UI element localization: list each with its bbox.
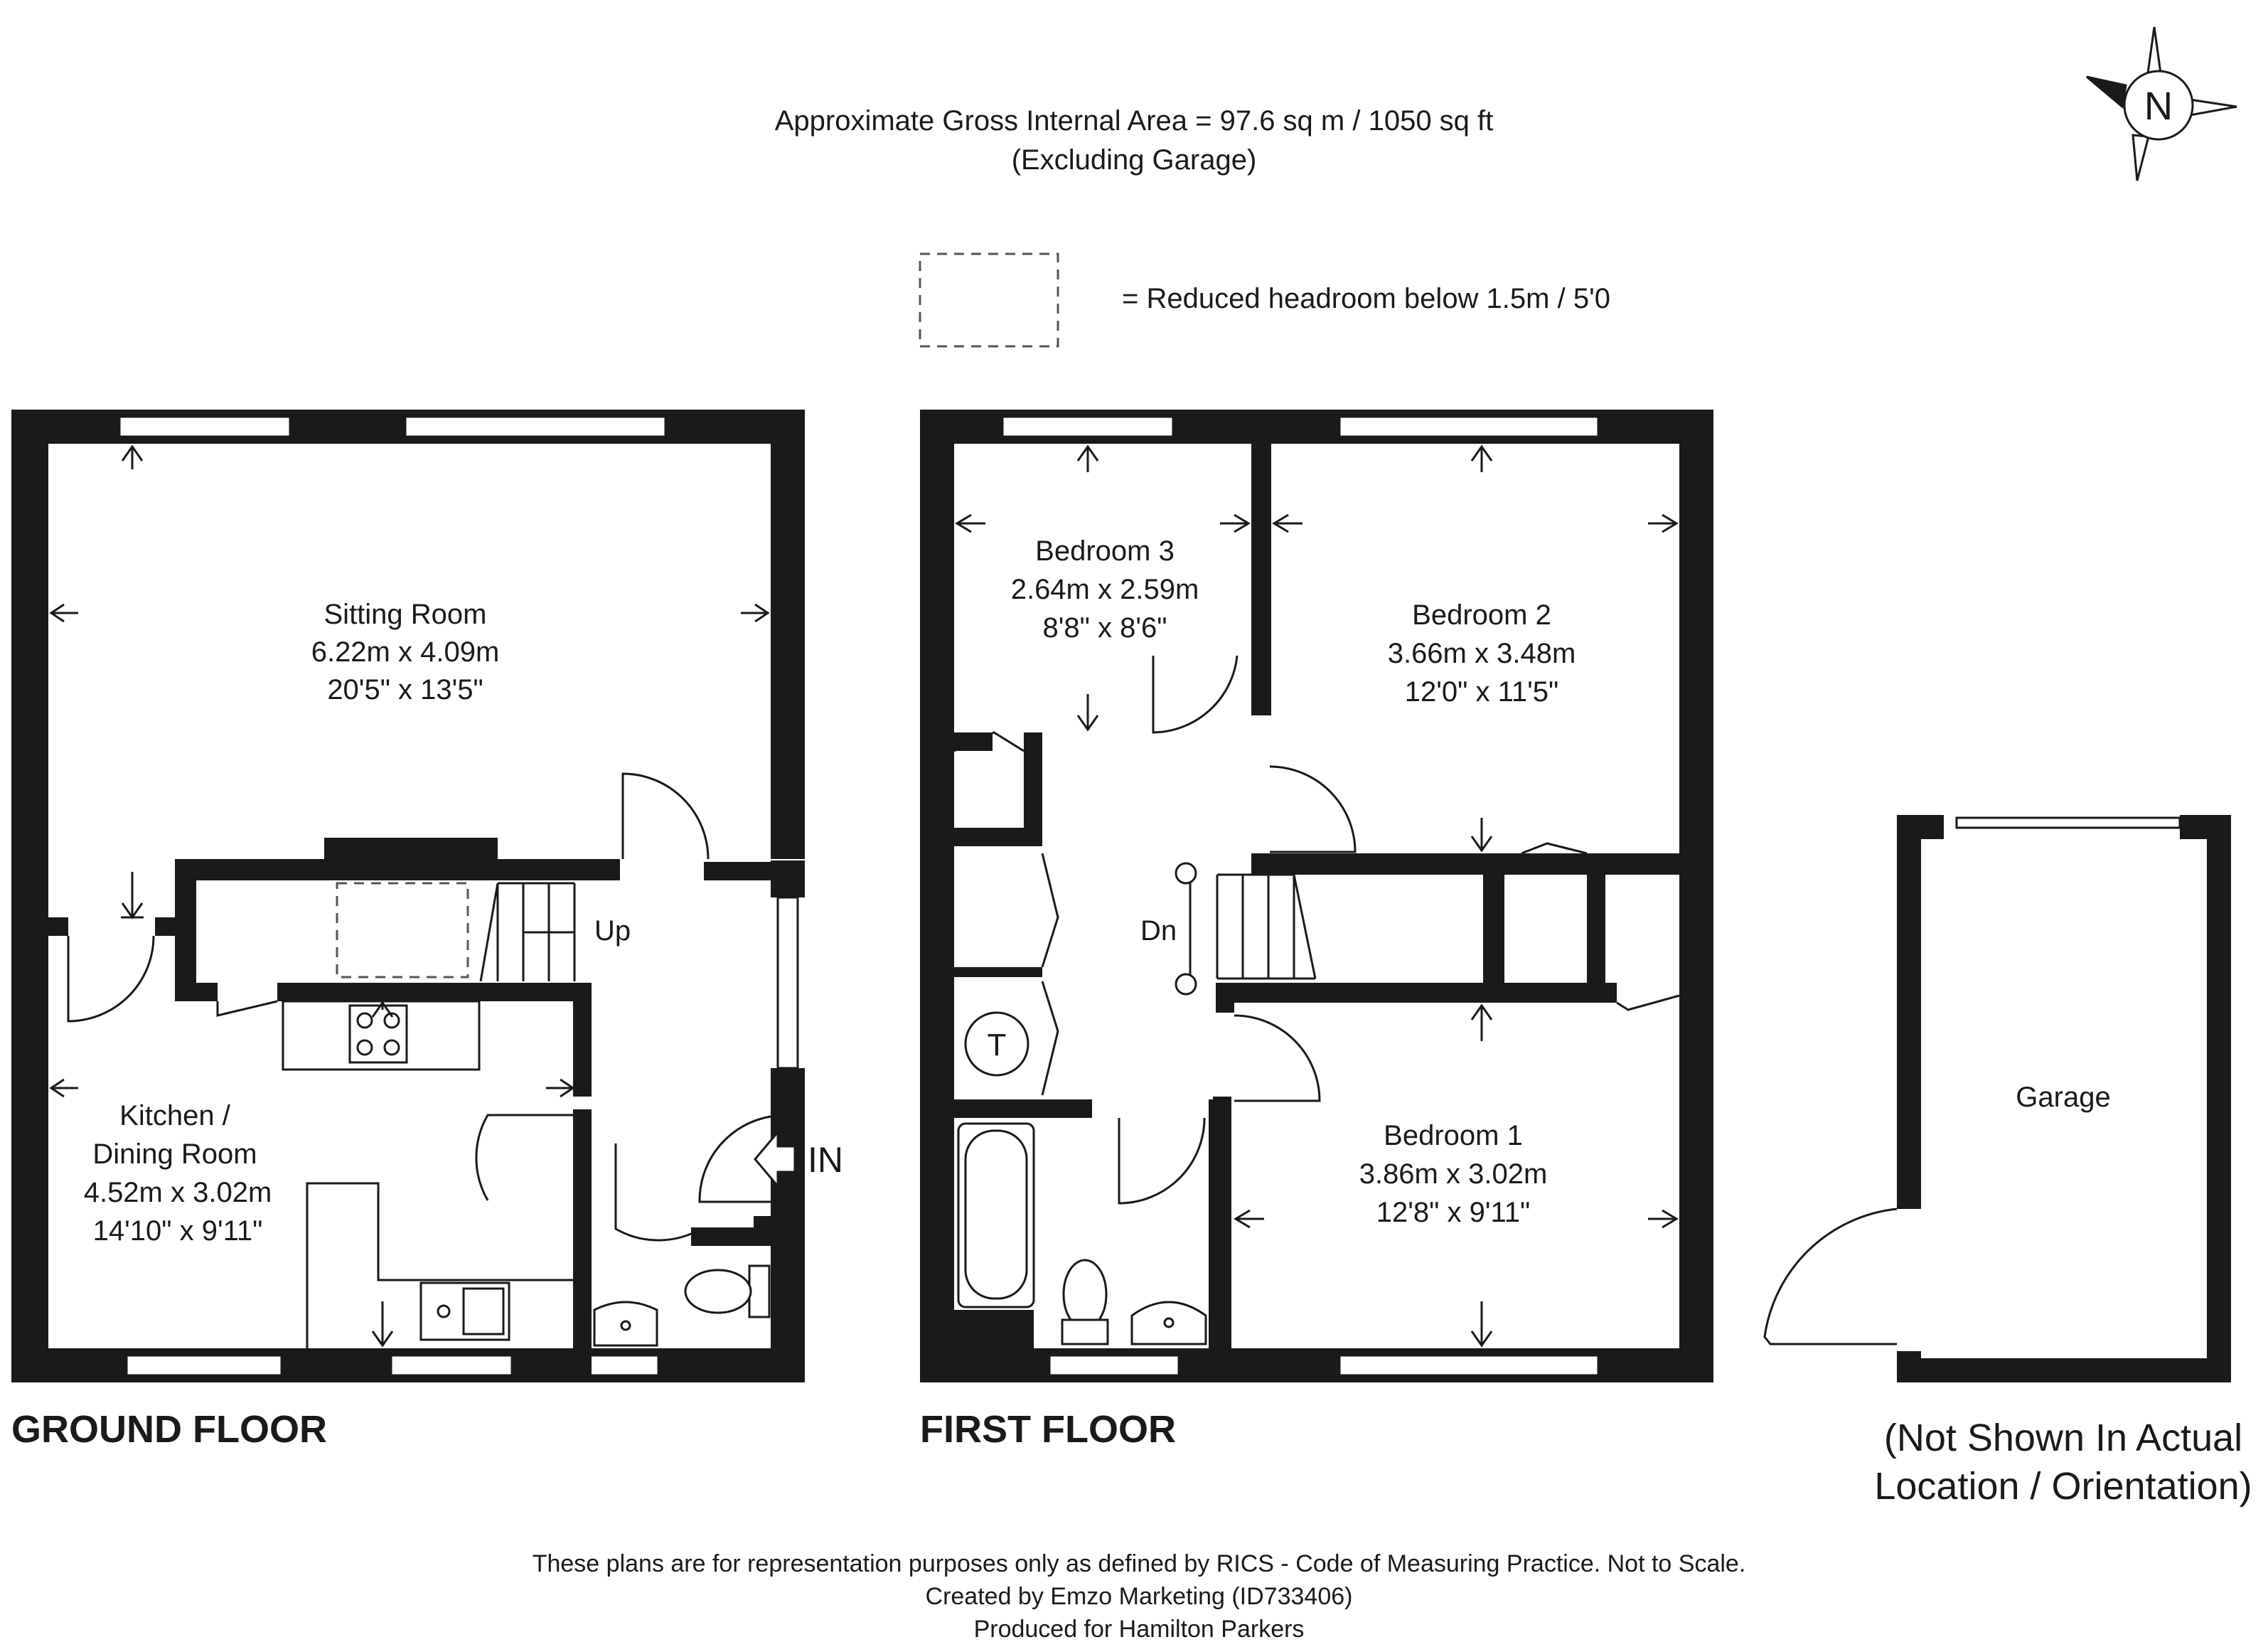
door (1269, 765, 1357, 853)
garage-door (1955, 816, 2181, 829)
svg-text:Dining Room: Dining Room (92, 1139, 257, 1170)
compass-north-label: N (2144, 83, 2173, 128)
svg-text:6.22m x 4.09m: 6.22m x 4.09m (311, 636, 500, 668)
staircase: Up (479, 882, 631, 982)
window (1001, 415, 1175, 438)
door (216, 1000, 278, 1017)
entrance-label: IN (808, 1140, 843, 1180)
door (67, 935, 155, 1023)
svg-text:12'8" x 9'11": 12'8" x 9'11" (1376, 1197, 1530, 1228)
produced-for-text: Produced for Hamilton Parkers (974, 1616, 1305, 1642)
disclaimer-text: These plans are for representation purpo… (533, 1550, 1746, 1577)
svg-text:Bedroom 2: Bedroom 2 (1412, 599, 1551, 631)
stairs-up-label: Up (594, 915, 631, 947)
window (776, 896, 799, 1070)
window (118, 415, 291, 438)
first-floor-plan: Dn T (920, 410, 1713, 1382)
toilet-icon (1061, 1259, 1109, 1345)
window (1338, 415, 1600, 438)
door (953, 731, 1025, 752)
door (1763, 1207, 1898, 1345)
window (1048, 1354, 1180, 1377)
staircase: Dn (1140, 862, 1317, 996)
door (1616, 994, 1680, 1011)
excluding-garage-text: (Excluding Garage) (1012, 144, 1257, 176)
hob-icon (348, 1004, 408, 1064)
reduced-headroom-legend-swatch (919, 252, 1059, 348)
creator-text: Created by Emzo Marketing (ID733406) (926, 1583, 1353, 1610)
entrance-door (698, 1115, 785, 1203)
garage-note-line1: (Not Shown In Actual (1884, 1417, 2242, 1459)
svg-text:Bedroom 3: Bedroom 3 (1035, 535, 1175, 567)
garage-label: Garage (2016, 1082, 2110, 1113)
garage-plan: Garage (1763, 815, 2231, 1382)
kitchen-dining-room-label: Kitchen / Dining Room 4.52m x 3.02m 14'1… (84, 1100, 272, 1247)
sink-icon (419, 1281, 510, 1341)
window (589, 1354, 660, 1377)
toilet-icon (684, 1264, 771, 1318)
window (390, 1354, 513, 1377)
basin-icon (1130, 1301, 1207, 1345)
bedroom-2-label: Bedroom 2 3.66m x 3.48m 12'0" x 11'5" (1388, 599, 1576, 708)
svg-text:8'8" x 8'6": 8'8" x 8'6" (1043, 612, 1167, 644)
stairs-down-label: Dn (1140, 915, 1177, 947)
door (621, 772, 710, 860)
door (475, 1114, 573, 1201)
svg-text:4.52m x 3.02m: 4.52m x 3.02m (84, 1177, 272, 1208)
svg-text:12'0" x 11'5": 12'0" x 11'5" (1405, 676, 1558, 708)
garage-note-line2: Location / Orientation) (1874, 1465, 2252, 1508)
door (1152, 655, 1239, 734)
entrance-arrow-icon (754, 1129, 796, 1190)
svg-text:2.64m x 2.59m: 2.64m x 2.59m (1011, 574, 1199, 605)
svg-text:3.86m x 3.02m: 3.86m x 3.02m (1359, 1158, 1548, 1190)
first-floor-title: FIRST FLOOR (920, 1408, 1176, 1451)
svg-text:Bedroom 1: Bedroom 1 (1384, 1120, 1523, 1151)
dimension-arrows (955, 444, 1679, 1348)
reduced-headroom-legend-text: = Reduced headroom below 1.5m / 5'0 (1122, 283, 1610, 314)
compass-icon: N (2086, 26, 2237, 181)
window (125, 1354, 283, 1377)
ground-floor-plan: Up (11, 410, 843, 1382)
svg-text:T: T (988, 1028, 1007, 1062)
svg-text:20'5" x 13'5": 20'5" x 13'5" (327, 674, 483, 705)
window (404, 415, 667, 438)
hot-water-tank-icon: T (964, 1011, 1029, 1077)
wardrobe-doors (1041, 853, 1059, 1096)
svg-text:Kitchen /: Kitchen / (119, 1100, 231, 1131)
dimension-arrows (49, 444, 770, 1348)
door (1118, 1117, 1206, 1205)
gross-area-text: Approximate Gross Internal Area = 97.6 s… (775, 105, 1494, 137)
bedroom-1-label: Bedroom 1 3.86m x 3.02m 12'8" x 9'11" (1359, 1120, 1548, 1228)
ground-floor-title: GROUND FLOOR (11, 1408, 327, 1451)
svg-text:Sitting Room: Sitting Room (324, 599, 487, 630)
svg-text:14'10" x 9'11": 14'10" x 9'11" (93, 1215, 263, 1247)
door (1521, 842, 1588, 855)
bedroom-3-label: Bedroom 3 2.64m x 2.59m 8'8" x 8'6" (1011, 535, 1199, 644)
door (1234, 1014, 1321, 1102)
basin-icon (593, 1301, 658, 1347)
bath-icon (957, 1122, 1035, 1308)
sitting-room-label: Sitting Room 6.22m x 4.09m 20'5" x 13'5" (311, 599, 500, 705)
door (614, 1143, 702, 1242)
svg-text:3.66m x 3.48m: 3.66m x 3.48m (1388, 638, 1576, 669)
window (1338, 1354, 1600, 1377)
